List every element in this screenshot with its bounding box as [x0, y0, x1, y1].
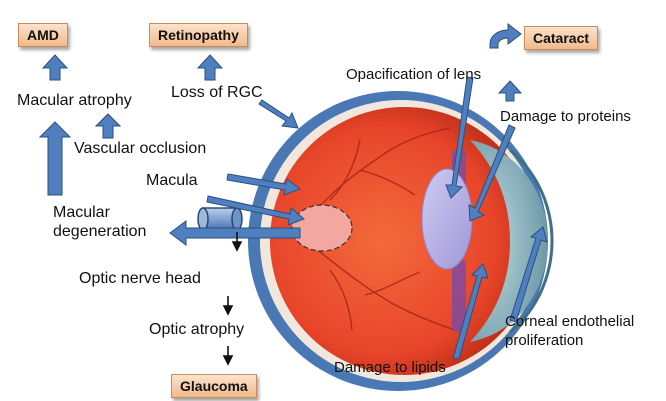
lens [422, 169, 472, 269]
thin-arrows [224, 232, 241, 364]
optic-nerve-end [198, 208, 208, 230]
label-corneal-endothelial-1: Corneal endothelial [505, 313, 634, 331]
macula-region [292, 205, 352, 251]
label-damage-to-lipids: Damage to lipids [334, 359, 446, 377]
label-macular-degeneration-1: Macular [53, 204, 110, 222]
arrow-loss-rgc [259, 100, 298, 128]
amd-box: AMD [18, 23, 68, 47]
label-macula: Macula [146, 172, 198, 190]
optic-nerve-joint [232, 208, 242, 230]
optic-nerve [198, 208, 242, 230]
label-opacification-of-lens: Opacification of lens [346, 66, 481, 84]
arrow-to-damage-proteins [499, 81, 521, 101]
label-optic-atrophy: Optic atrophy [149, 321, 244, 339]
label-macular-degeneration-2: degeneration [53, 223, 146, 241]
label-damage-to-proteins: Damage to proteins [500, 108, 631, 126]
arrow-macular-degeneration-up [40, 122, 70, 195]
arrow-to-retinopathy [198, 55, 222, 80]
label-loss-of-rgc: Loss of RGC [171, 84, 263, 102]
label-vascular-occlusion: Vascular occlusion [74, 140, 206, 158]
cataract-box: Cataract [524, 26, 598, 50]
label-optic-nerve-head: Optic nerve head [79, 270, 201, 288]
label-corneal-endothelial-2: proliferation [505, 332, 583, 350]
glaucoma-box: Glaucoma [171, 374, 257, 398]
arrow-to-amd [43, 55, 67, 80]
arrow-to-cataract [490, 24, 521, 48]
retinopathy-box: Retinopathy [149, 23, 248, 47]
arrow-vascular-to-atrophy [96, 114, 120, 138]
label-macular-atrophy: Macular atrophy [17, 92, 132, 110]
